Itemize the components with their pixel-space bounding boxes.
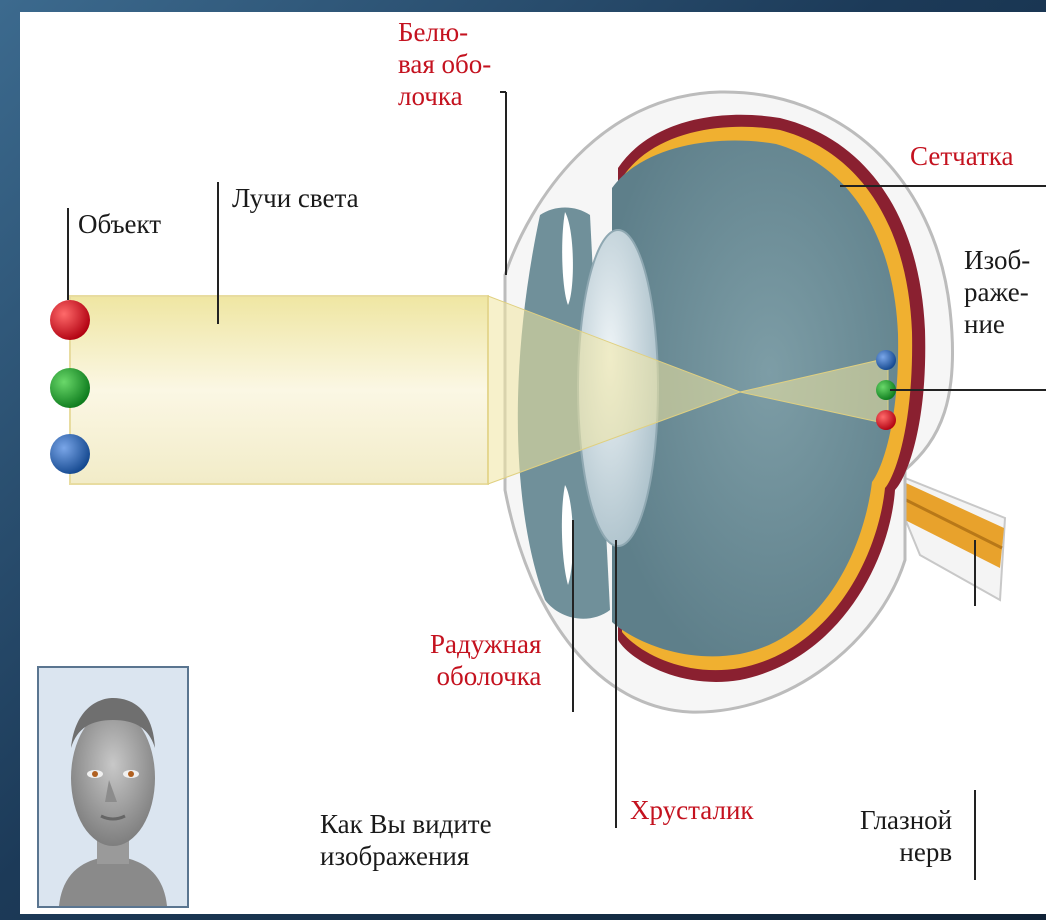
object-ball-red — [50, 300, 90, 340]
label-sclera: Белю- вая обо- лочка — [398, 16, 491, 112]
object-ball-blue — [50, 434, 90, 474]
label-iris: Радужная оболочка — [430, 628, 541, 692]
portrait-box — [37, 666, 189, 908]
label-object: Объект — [78, 208, 161, 240]
image-ball-red — [876, 410, 896, 430]
diagram-panel: Объект Лучи света Белю- вая обо- лочка С… — [20, 12, 1046, 914]
object-ball-green — [50, 368, 90, 408]
label-lens: Хрусталик — [630, 794, 754, 826]
label-optic-nerve: Глазной нерв — [860, 804, 952, 868]
head-illustration — [39, 668, 187, 906]
light-beam — [70, 296, 488, 484]
label-image: Изоб- раже- ние — [964, 244, 1030, 340]
label-light-rays: Лучи света — [232, 182, 359, 214]
image-ball-blue — [876, 350, 896, 370]
label-how-you-see: Как Вы видите изображения — [320, 808, 492, 872]
label-retina: Сетчатка — [910, 140, 1013, 172]
